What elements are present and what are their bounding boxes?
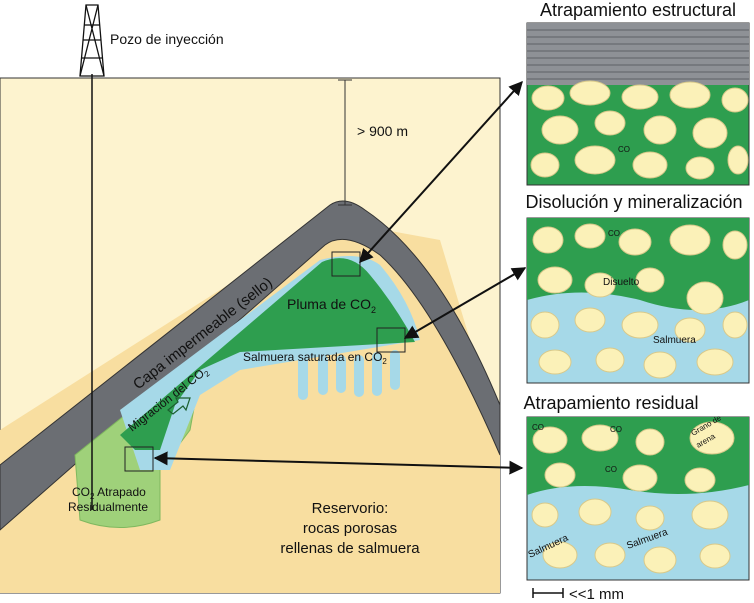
panel-structural: Atrapamiento estructural CO: [526, 0, 750, 186]
arrow-dissolution: [403, 267, 527, 339]
panel-dissolution-co2: CO: [608, 229, 620, 238]
sample-box-structural: [331, 251, 361, 277]
well-label: Pozo de inyección: [110, 31, 224, 47]
scale-label: <<1 mm: [569, 586, 624, 603]
reservoir-label-line2: rocas porosas: [303, 520, 397, 537]
arrow-icon: [167, 397, 191, 415]
reservoir-label-line3: rellenas de salmuera: [280, 540, 420, 557]
panel-residual-co2-a: CO: [532, 423, 544, 432]
residual-label-line1: CO2 Atrapado: [72, 485, 146, 501]
panel-residual-title: Atrapamiento residual: [523, 393, 698, 413]
panel-residual-co2-c: CO: [605, 465, 617, 474]
plume-label: Pluma de CO2: [287, 296, 376, 315]
panel-dissolution-title: Disolución y mineralización: [525, 192, 742, 212]
panel-residual-co2-b: CO: [610, 425, 622, 434]
panel-dissolution-dissolved: Disuelto: [603, 277, 640, 288]
arrow-residual: [153, 451, 524, 475]
arrow-structural: [359, 80, 523, 264]
scale-bar: <<1 mm: [532, 586, 624, 603]
co2-plume: [120, 258, 415, 450]
sample-box-dissolution: [376, 327, 406, 353]
reservoir-label-line1: Reservorio:: [312, 500, 389, 517]
panel-structural-co2: CO: [618, 145, 630, 154]
panel-dissolution-brine: Salmuera: [653, 335, 696, 346]
sample-box-residual: [124, 446, 154, 472]
cross-section: > 900 m Pozo de inyección Capa impermeab…: [0, 4, 501, 594]
panel-dissolution: Disolución y mineralización CO Disuelto …: [525, 192, 750, 384]
panel-structural-title: Atrapamiento estructural: [540, 0, 736, 20]
residual-label-line2: Residualmente: [68, 500, 148, 514]
depth-label: > 900 m: [357, 123, 408, 139]
derrick-icon: [79, 4, 105, 77]
panel-residual: Atrapamiento residual CO CO CO Grano de …: [523, 393, 750, 581]
brine-fingers: [298, 350, 400, 400]
brine-saturated-label: Salmuera saturada en CO2: [243, 350, 387, 366]
